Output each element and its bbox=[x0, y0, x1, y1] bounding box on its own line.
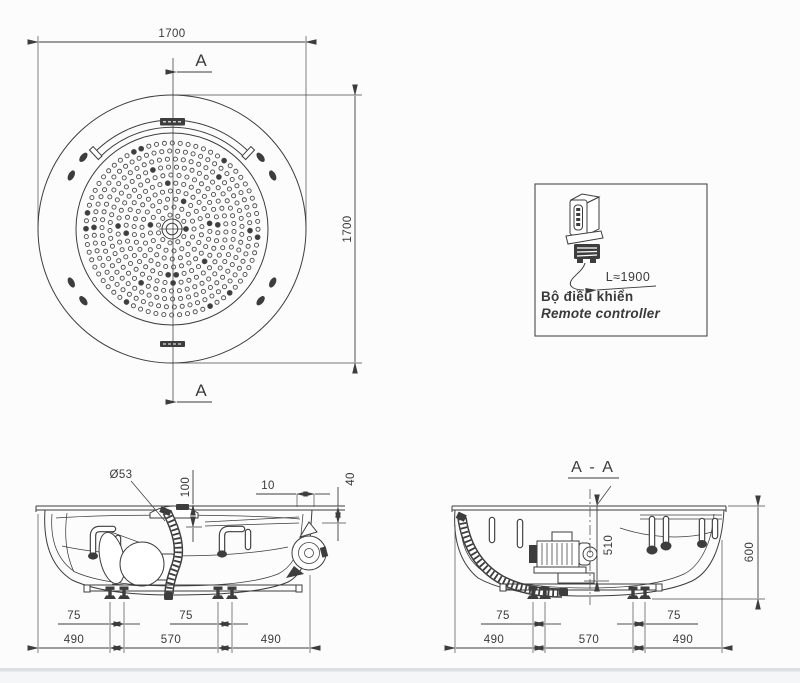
side-shell bbox=[44, 509, 313, 596]
remote-label-vi: Bộ điều khiển bbox=[541, 289, 633, 304]
rim-fitting-top bbox=[160, 118, 185, 126]
tub-outer-rim bbox=[37, 94, 307, 364]
section-marker-top: A bbox=[165, 51, 212, 75]
section-deck bbox=[451, 505, 727, 512]
inner-depth-dimension: 510 bbox=[584, 485, 615, 605]
air-jet-dot-field bbox=[83, 140, 261, 318]
foot-span-left-label: 75 bbox=[67, 610, 81, 622]
remote-cable bbox=[569, 262, 586, 291]
section-feet bbox=[527, 586, 651, 599]
section-letter-top: A bbox=[195, 51, 207, 70]
inner-depth-label: 510 bbox=[603, 535, 615, 555]
section-base-center-label: 570 bbox=[579, 634, 599, 646]
footer-divider bbox=[0, 668, 800, 672]
cable-length-dimension: L≈1900 bbox=[585, 270, 657, 294]
tub-inner-rim bbox=[75, 132, 269, 326]
foot-span-right-label: 75 bbox=[179, 610, 193, 622]
section-foot-span-right-label: 75 bbox=[667, 610, 681, 622]
section-foot-span-left-label: 75 bbox=[496, 610, 510, 622]
top-width-dimension: 1700 bbox=[27, 28, 317, 232]
hose-diameter-label: Ø53 bbox=[110, 469, 133, 481]
side-base-frame bbox=[83, 584, 303, 593]
edge-10-label: 10 bbox=[261, 480, 275, 492]
section-base-left-label: 490 bbox=[484, 634, 504, 646]
center-drain bbox=[159, 218, 185, 240]
total-height-dimension: 600 bbox=[652, 495, 765, 610]
rim-40-label: 40 bbox=[345, 472, 357, 486]
section-view: A - A bbox=[444, 459, 765, 653]
edge-10-dimension: 10 bbox=[256, 480, 330, 507]
depth-100-label: 100 bbox=[180, 477, 192, 497]
base-center-label: 570 bbox=[161, 634, 181, 646]
dome-cap bbox=[176, 504, 189, 510]
total-height-label: 600 bbox=[744, 542, 756, 562]
flex-hose bbox=[159, 506, 184, 600]
side-bottom-dimensions: 75 75 490 570 490 bbox=[27, 514, 321, 653]
hose-diameter-callout: Ø53 bbox=[110, 469, 166, 522]
footer-band bbox=[0, 671, 800, 683]
pump-volute bbox=[286, 521, 329, 578]
dim-width-label: 1700 bbox=[158, 28, 185, 40]
section-fittings bbox=[488, 514, 722, 555]
rim-40-dimension: 40 bbox=[322, 472, 357, 541]
rim-jets bbox=[67, 152, 277, 306]
remote-device bbox=[565, 193, 604, 291]
section-letter-bottom: A bbox=[195, 381, 207, 400]
remote-label-en: Remote controller bbox=[541, 306, 660, 321]
remote-panel-border bbox=[534, 183, 708, 337]
depth-100-dimension: 100 bbox=[180, 470, 202, 542]
cable-length-label: L≈1900 bbox=[606, 270, 651, 284]
top-height-dimension: 1700 bbox=[176, 84, 362, 374]
section-marker-bottom: A bbox=[165, 381, 212, 405]
remote-controller-panel: L≈1900 Bộ điều khiển Remote controller bbox=[534, 183, 708, 337]
blower-motor bbox=[98, 531, 165, 587]
section-base-frame bbox=[499, 583, 663, 592]
section-title-label: A - A bbox=[571, 459, 615, 476]
section-bottom-dimensions: 75 75 490 570 490 bbox=[444, 525, 733, 653]
rim-fitting-bottom bbox=[160, 341, 185, 347]
section-motor bbox=[529, 531, 598, 584]
base-right-label: 490 bbox=[261, 634, 281, 646]
section-title: A - A bbox=[568, 459, 619, 479]
top-view: 1700 1700 A A bbox=[27, 28, 362, 405]
grab-rail bbox=[88, 119, 256, 161]
base-left-label: 490 bbox=[64, 634, 84, 646]
section-base-right-label: 490 bbox=[673, 634, 693, 646]
side-view: Ø53 100 10 40 bbox=[27, 469, 357, 653]
dim-height-label: 1700 bbox=[342, 215, 354, 242]
